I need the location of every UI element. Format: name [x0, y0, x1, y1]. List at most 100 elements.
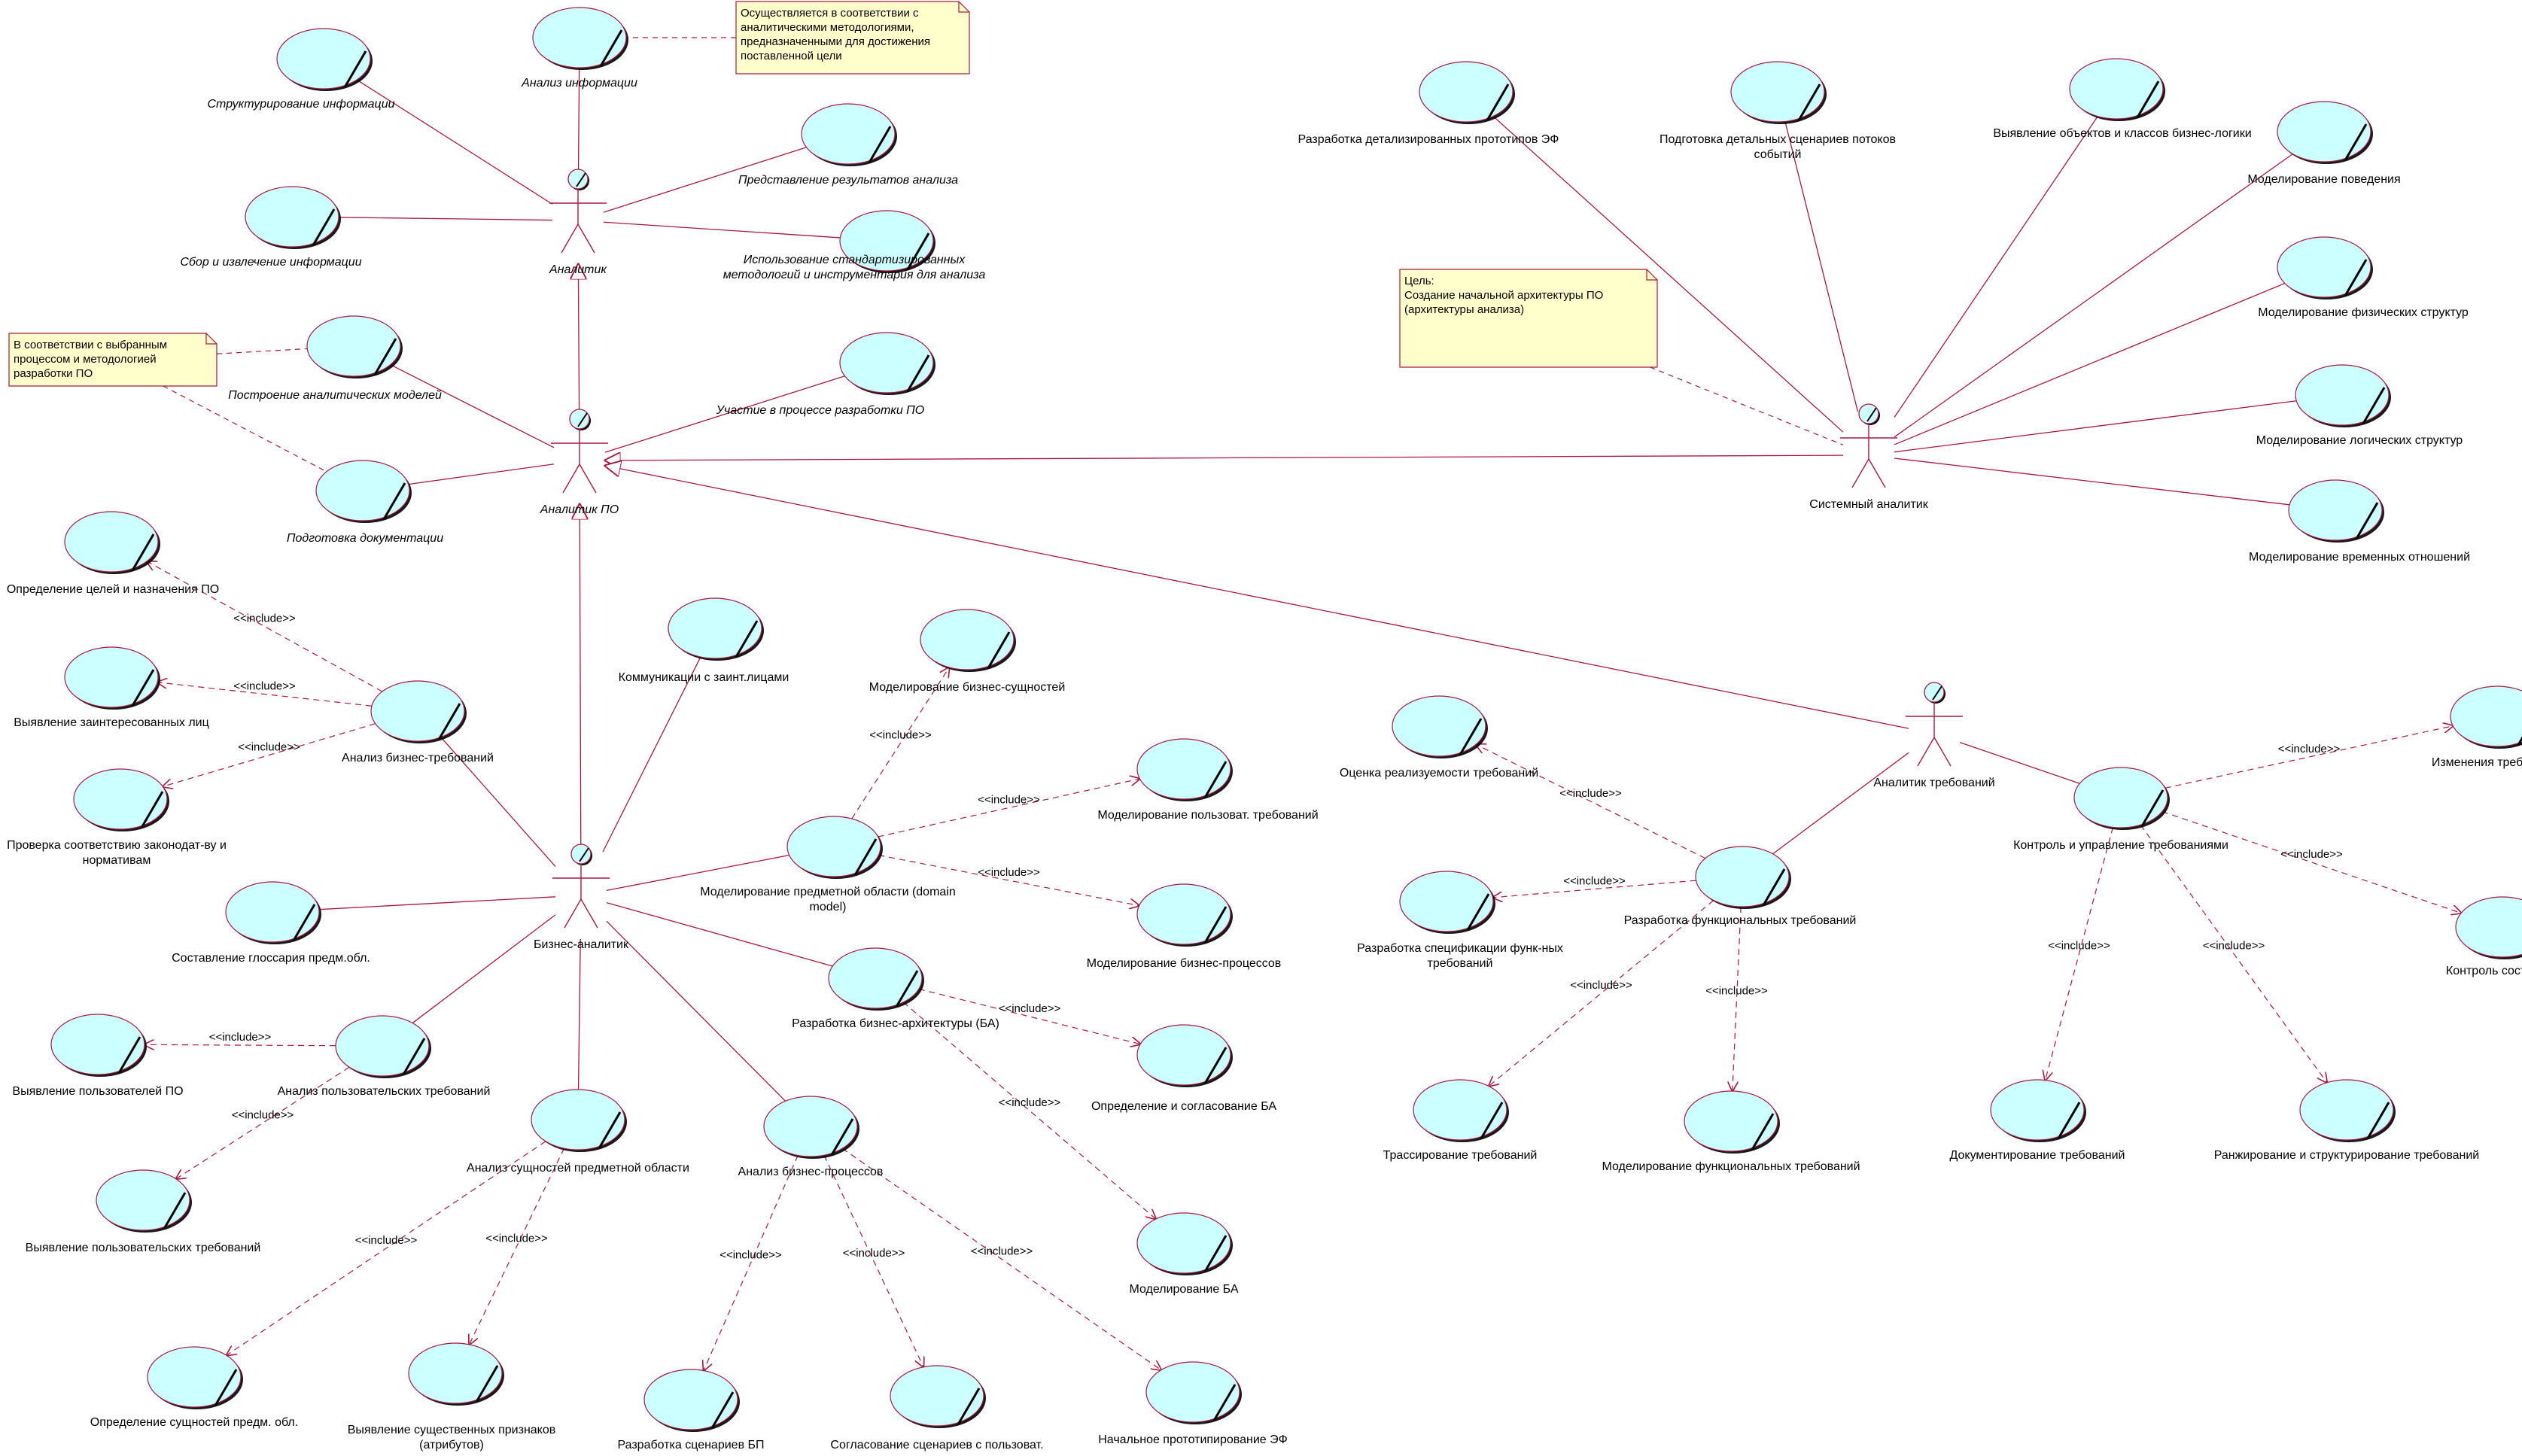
use-case-ellipse[interactable] — [64, 646, 159, 708]
use-case-ellipse[interactable] — [2073, 767, 2168, 828]
use-case-u33[interactable]: Подготовка детальных сценариев потоковсо… — [1660, 61, 1896, 161]
use-case-ellipse[interactable] — [890, 1365, 984, 1427]
actor-req[interactable]: Аналитик требований — [1873, 682, 1995, 789]
use-case-u37[interactable]: Моделирование логических структур — [2256, 364, 2463, 447]
use-case-u5[interactable]: Использование стандартизированныхметодол… — [723, 210, 986, 281]
use-case-u13[interactable]: Коммуникации с заинт.лицами — [619, 597, 789, 684]
use-case-u4[interactable]: Сбор и извлечение информации — [180, 186, 362, 269]
use-case-u9[interactable]: Определение целей и назначения ПО — [7, 511, 219, 596]
use-case-ellipse[interactable] — [370, 680, 465, 742]
use-case-u1[interactable]: Структурирование информации — [208, 28, 395, 111]
use-case-u38[interactable]: Моделирование временных отношений — [2249, 479, 2470, 564]
use-case-ellipse[interactable] — [2295, 364, 2390, 426]
use-case-ellipse[interactable] — [225, 881, 320, 943]
use-case-ellipse[interactable] — [2069, 58, 2164, 120]
use-case-ellipse[interactable] — [839, 210, 934, 272]
use-case-u16[interactable]: Моделирование предметной области (domain… — [700, 816, 956, 913]
actor-po[interactable]: Аналитик ПО — [540, 409, 619, 516]
use-case-u43[interactable]: Разработка функциональных требований — [1624, 846, 1857, 927]
actor-sys[interactable]: Системный аналитик — [1809, 403, 1929, 511]
use-case-ellipse[interactable] — [335, 1015, 430, 1077]
use-case-ellipse[interactable] — [276, 28, 371, 90]
use-case-ellipse[interactable] — [408, 1342, 503, 1404]
use-case-u35[interactable]: Моделирование поведения — [2247, 101, 2401, 186]
use-case-ellipse[interactable] — [1419, 61, 1514, 123]
actor-ba[interactable]: Бизнес-аналитик — [534, 844, 629, 951]
use-case-u6[interactable]: Построение аналитических моделей — [228, 315, 442, 402]
actor-analyst[interactable]: Аналитик — [549, 169, 607, 276]
use-case-ellipse[interactable] — [73, 768, 168, 830]
use-case-ellipse[interactable] — [1413, 1079, 1507, 1141]
use-case-ellipse[interactable] — [245, 186, 339, 248]
use-case-ellipse[interactable] — [1684, 1090, 1778, 1152]
use-case-u30[interactable]: Согласование сценариев с пользоват. — [830, 1365, 1044, 1451]
use-case-ellipse[interactable] — [839, 332, 934, 394]
use-case-u41[interactable]: Контроль и управление требованиями — [2013, 767, 2228, 852]
use-case-ellipse[interactable] — [1136, 738, 1231, 800]
use-case-ellipse[interactable] — [2455, 896, 2522, 958]
use-case-ellipse[interactable] — [2277, 236, 2371, 298]
use-case-ellipse[interactable] — [1136, 883, 1231, 945]
use-case-u18[interactable]: Составление глоссария предм.обл. — [172, 881, 370, 965]
use-case-u45[interactable]: Трассирование требований — [1383, 1079, 1538, 1162]
use-case-u11[interactable]: Анализ бизнес-требований — [342, 680, 494, 764]
use-case-ellipse[interactable] — [786, 816, 881, 877]
use-case-ellipse[interactable] — [1695, 846, 1790, 907]
use-case-ellipse[interactable] — [828, 947, 923, 1009]
use-case-u17[interactable]: Моделирование бизнес-процессов — [1087, 883, 1282, 970]
use-case-ellipse[interactable] — [1136, 1024, 1231, 1086]
use-case-u39[interactable]: Оценка реализуемости требований — [1340, 695, 1538, 780]
use-case-ellipse[interactable] — [50, 1014, 145, 1075]
use-case-ellipse[interactable] — [532, 7, 627, 68]
use-case-u36[interactable]: Моделирование физических структур — [2258, 236, 2469, 319]
use-case-u47[interactable]: Документирование требований — [1950, 1079, 2125, 1162]
use-case-ellipse[interactable] — [64, 511, 159, 573]
use-case-u3[interactable]: Представление результатов анализа — [738, 103, 958, 187]
use-case-ellipse[interactable] — [2299, 1079, 2394, 1141]
use-case-ellipse[interactable] — [643, 1369, 738, 1430]
use-case-u23[interactable]: Анализ сущностей предметной области — [467, 1089, 689, 1175]
use-case-u20[interactable]: Определение и согласование БА — [1091, 1024, 1276, 1113]
use-case-u24[interactable]: Анализ бизнес-процессов — [738, 1096, 884, 1178]
use-case-ellipse[interactable] — [2450, 685, 2522, 747]
use-case-ellipse[interactable] — [96, 1169, 190, 1231]
use-case-u15[interactable]: Моделирование пользоват. требований — [1097, 738, 1319, 822]
use-case-u46[interactable]: Моделирование функциональных требований — [1602, 1090, 1860, 1173]
use-case-u10[interactable]: Выявление заинтересованных лиц — [14, 646, 209, 729]
use-case-ellipse[interactable] — [147, 1346, 242, 1408]
use-case-u34[interactable]: Выявление объектов и классов бизнес-логи… — [1993, 58, 2252, 140]
use-case-ellipse[interactable] — [531, 1089, 625, 1151]
use-case-ellipse[interactable] — [801, 103, 896, 165]
use-case-ellipse[interactable] — [1730, 61, 1825, 123]
use-case-u48[interactable]: Ранжирование и структурирование требован… — [2214, 1079, 2480, 1162]
use-case-ellipse[interactable] — [306, 315, 401, 377]
use-case-u21[interactable]: Выявление пользователей ПО — [12, 1014, 184, 1098]
use-case-u22[interactable]: Анализ пользовательских требований — [278, 1015, 491, 1098]
use-case-u44[interactable]: Контроль состояния — [2446, 896, 2522, 977]
use-case-u29[interactable]: Разработка сценариев БП — [617, 1369, 765, 1451]
use-case-ellipse[interactable] — [668, 597, 762, 659]
use-case-u8[interactable]: Подготовка документации — [287, 460, 443, 545]
use-case-u2[interactable]: Анализ информации — [521, 7, 637, 90]
use-case-u12[interactable]: Проверка соответствию законодат-ву инорм… — [7, 768, 227, 867]
use-case-u19[interactable]: Разработка бизнес-архитектуры (БА) — [792, 947, 999, 1030]
use-case-u14[interactable]: Моделирование бизнес-сущностей — [869, 609, 1066, 694]
use-case-u7[interactable]: Участие в процессе разработки ПО — [716, 332, 935, 417]
use-case-u26[interactable]: Моделирование БА — [1130, 1212, 1239, 1296]
use-case-ellipse[interactable] — [2277, 101, 2371, 163]
use-case-u40[interactable]: Изменения требований — [2432, 685, 2522, 769]
use-case-ellipse[interactable] — [1392, 695, 1486, 757]
use-case-ellipse[interactable] — [2288, 479, 2383, 541]
use-case-u27[interactable]: Определение сущностей предм. обл. — [90, 1346, 298, 1429]
use-case-u28[interactable]: Выявление существенных признаков(атрибут… — [348, 1342, 556, 1451]
use-case-u25[interactable]: Выявление пользовательских требований — [26, 1169, 261, 1254]
use-case-u32[interactable]: Разработка детализированных прототипов Э… — [1298, 61, 1559, 146]
use-case-ellipse[interactable] — [315, 460, 410, 521]
use-case-ellipse[interactable] — [1145, 1361, 1240, 1423]
use-case-u31[interactable]: Начальное прототипирование ЭФ — [1098, 1361, 1288, 1446]
use-case-ellipse[interactable] — [1136, 1212, 1231, 1274]
use-case-ellipse[interactable] — [1990, 1079, 2085, 1141]
use-case-ellipse[interactable] — [1399, 871, 1494, 932]
use-case-ellipse[interactable] — [920, 609, 1015, 670]
use-case-ellipse[interactable] — [763, 1096, 858, 1157]
